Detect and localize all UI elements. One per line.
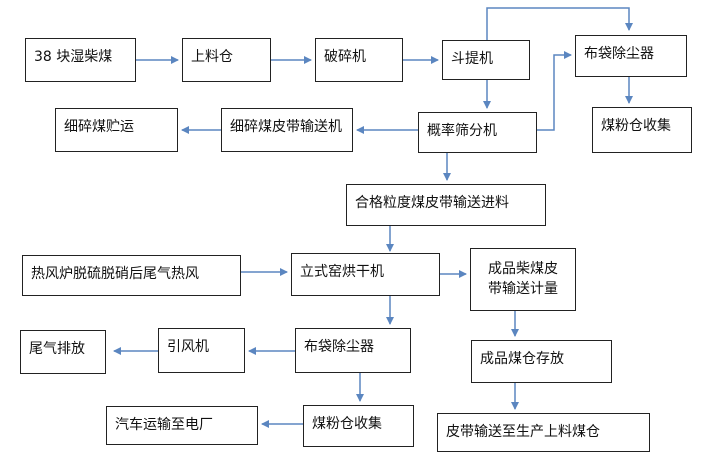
node-exhaust: 尾气排放: [20, 330, 106, 374]
node-fan: 引风机: [158, 328, 245, 373]
node-feed-bin-label: 上料仓: [191, 49, 233, 65]
node-powder-bin-bottom-label: 煤粉仓收集: [312, 416, 382, 432]
node-product-conveyor-line1: 成品柴煤皮: [488, 261, 558, 277]
node-fine-coal-storage-label: 细碎煤贮运: [64, 119, 134, 135]
node-fan-label: 引风机: [167, 339, 209, 355]
node-bag-filter-bottom: 布袋除尘器: [295, 328, 411, 373]
node-powder-bin-top: 煤粉仓收集: [592, 107, 692, 153]
node-truck: 汽车运输至电厂: [106, 406, 258, 445]
node-dryer-label: 立式窑烘干机: [300, 264, 384, 280]
node-crusher: 破碎机: [315, 38, 403, 82]
node-exhaust-label: 尾气排放: [29, 341, 85, 357]
arrow-screen-to-filter: [537, 51, 572, 131]
node-qualified-conveyor: 合格粒度煤皮带输送进料: [346, 184, 546, 226]
node-product-conveyor: 成品柴煤皮带输送计量: [470, 248, 576, 311]
node-product-conveyor-line2: 带输送计量: [488, 281, 558, 297]
node-truck-label: 汽车运输至电厂: [115, 417, 213, 433]
node-qualified-conveyor-label: 合格粒度煤皮带输送进料: [355, 195, 509, 211]
node-powder-bin-top-label: 煤粉仓收集: [601, 118, 671, 134]
node-screen: 概率筛分机: [418, 112, 537, 153]
node-belt-to-bin-label: 皮带输送至生产上料煤仓: [446, 424, 600, 440]
node-bag-filter-top-label: 布袋除尘器: [584, 46, 654, 62]
node-bucket-elevator: 斗提机: [442, 40, 530, 80]
node-powder-bin-bottom: 煤粉仓收集: [303, 405, 414, 447]
arrow-elevator-to-filter: [486, 7, 633, 40]
node-raw-coal-label: 38 块湿柴煤: [34, 49, 113, 65]
node-feed-bin: 上料仓: [182, 38, 271, 82]
node-screen-label: 概率筛分机: [427, 123, 497, 139]
node-fine-coal-conveyor: 细碎煤皮带输送机: [221, 108, 353, 152]
node-product-storage-label: 成品煤仓存放: [480, 351, 564, 367]
node-crusher-label: 破碎机: [324, 49, 366, 65]
node-belt-to-bin: 皮带输送至生产上料煤仓: [437, 413, 650, 452]
node-dryer: 立式窑烘干机: [291, 253, 440, 296]
node-bag-filter-bottom-label: 布袋除尘器: [304, 339, 374, 355]
node-hot-air-label: 热风炉脱硫脱硝后尾气热风: [31, 266, 199, 282]
node-raw-coal: 38 块湿柴煤: [25, 38, 136, 82]
node-hot-air: 热风炉脱硫脱硝后尾气热风: [22, 255, 241, 296]
node-product-storage: 成品煤仓存放: [471, 340, 612, 383]
node-bucket-elevator-label: 斗提机: [451, 51, 493, 67]
node-fine-coal-conveyor-label: 细碎煤皮带输送机: [230, 119, 342, 135]
node-bag-filter-top: 布袋除尘器: [575, 35, 687, 77]
node-fine-coal-storage: 细碎煤贮运: [55, 108, 178, 152]
